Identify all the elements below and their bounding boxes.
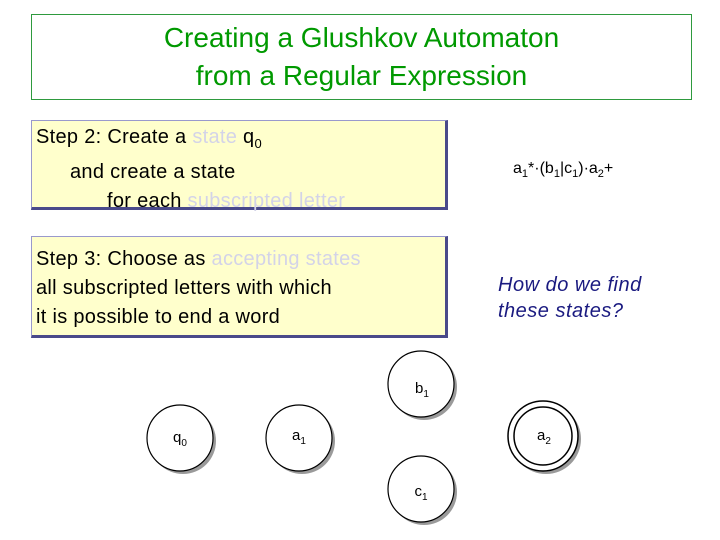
regular-expression: a1*·(b1|c1)·a2+ xyxy=(513,160,614,181)
state-q0-circle xyxy=(146,404,214,472)
step3-line-3: it is possible to end a word xyxy=(36,306,281,328)
state-a1-label: a1 xyxy=(292,427,306,447)
step2-line-2: and create a state xyxy=(70,161,236,183)
question-line-2: these states? xyxy=(498,300,624,322)
step3-ghost-accepting: accepting states xyxy=(211,248,361,270)
state-b1 xyxy=(387,350,457,420)
state-q0 xyxy=(146,404,216,474)
step2-ghost-subscripted: subscripted letter xyxy=(187,190,346,212)
state-a1 xyxy=(265,404,335,474)
question-line-1: How do we find xyxy=(498,274,642,296)
step2-ghost-state: state xyxy=(192,126,238,148)
step2-line-1: Step 2: Create a state q0 xyxy=(36,123,445,158)
title-line-2: from a Regular Expression xyxy=(195,60,528,91)
state-c1-circle xyxy=(387,455,455,523)
state-q0-label: q0 xyxy=(173,429,187,449)
title-line-1: Creating a Glushkov Automaton xyxy=(163,22,560,53)
question-text: How do we find these states? xyxy=(498,272,642,324)
state-a2-outer-circle xyxy=(507,400,579,472)
state-a2 xyxy=(507,400,581,474)
state-a2-label: a2 xyxy=(537,427,551,447)
state-a1-circle xyxy=(265,404,333,472)
state-b1-label: b1 xyxy=(415,380,429,400)
step3-line-1: Step 3: Choose as accepting states xyxy=(36,245,445,274)
state-c1 xyxy=(387,455,457,525)
step3-line-2: all subscripted letters with which xyxy=(36,277,332,299)
step3-box: Step 3: Choose as accepting states all s… xyxy=(31,236,448,338)
title-box: Creating a Glushkov Automaton from a Reg… xyxy=(31,14,692,100)
step2-box: Step 2: Create a state q0 and create a s… xyxy=(31,120,448,212)
state-b1-circle xyxy=(387,350,455,418)
step2-prefix: Step 2: Create a xyxy=(36,126,193,148)
state-a2-inner-circle xyxy=(513,406,573,466)
step2-q0: q0 xyxy=(243,126,262,151)
step3-prefix: Step 3: Choose as xyxy=(36,248,212,270)
step2-line-3: for each subscripted letter xyxy=(107,190,346,212)
state-c1-label: c1 xyxy=(414,483,428,503)
